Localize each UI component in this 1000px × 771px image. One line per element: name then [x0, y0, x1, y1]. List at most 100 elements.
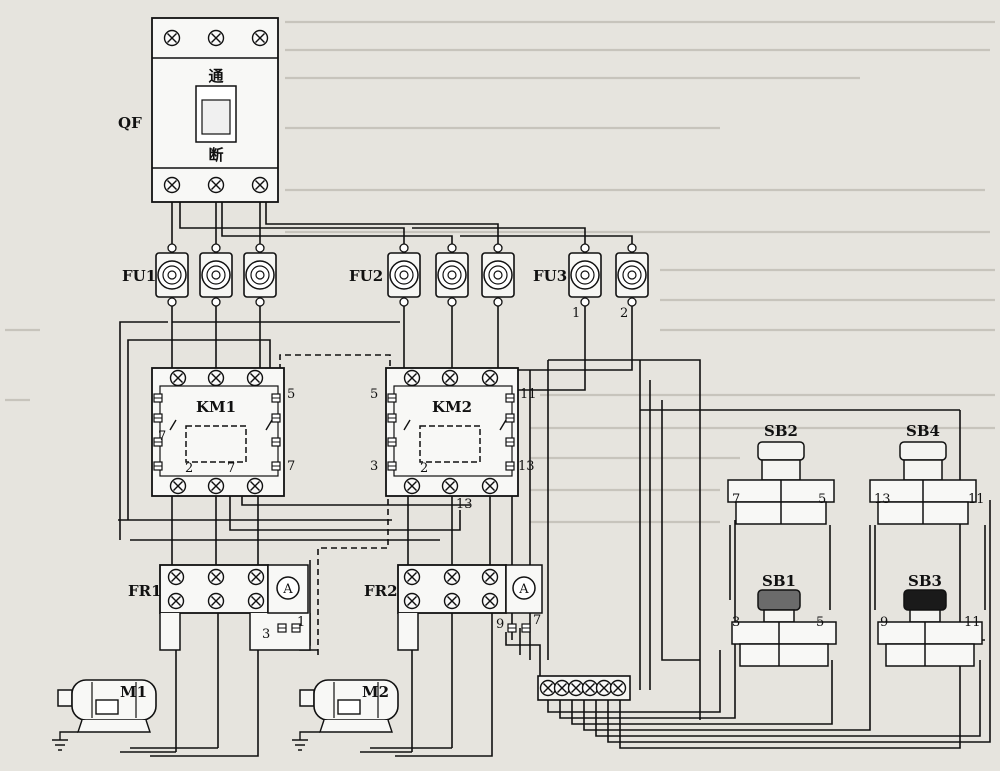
- coil-window: [419, 425, 481, 463]
- fr1-ammeter-label: A: [282, 582, 293, 597]
- screw-icon: [481, 477, 499, 495]
- screw-icon: [207, 568, 225, 586]
- sb2-label: SB2: [764, 422, 798, 440]
- km1-terminal-5: 5: [287, 387, 295, 402]
- sb4-terminal-right: 11: [968, 492, 985, 507]
- junction-box: [95, 699, 119, 715]
- terminal-block: [537, 675, 631, 701]
- contactor-km1: KM1 5 7 2 7 7: [151, 367, 295, 497]
- fuse-icon: [435, 243, 469, 307]
- fuse-icon: [615, 243, 649, 307]
- sb2-terminal-left: 7: [732, 492, 740, 507]
- m1-label: M1: [120, 683, 147, 701]
- sb4-label: SB4: [906, 422, 940, 440]
- fuse-group-fu1: FU1: [122, 243, 277, 307]
- screw-icon: [163, 29, 181, 47]
- fuse-group-fu3: FU3 1 2: [533, 243, 649, 321]
- pushbutton-sb3: SB3 9 11: [877, 572, 983, 667]
- fr2-label: FR2: [364, 582, 398, 600]
- screw-icon: [403, 477, 421, 495]
- km1-label: KM1: [196, 398, 236, 416]
- sb3-terminal-left: 9: [880, 615, 888, 630]
- fu3-terminal-1: 1: [572, 306, 580, 321]
- screw-icon: [247, 568, 265, 586]
- screw-icon: [441, 477, 459, 495]
- screw-icon: [609, 679, 627, 697]
- sb1-label: SB1: [762, 572, 796, 590]
- pushbutton-sb2: SB2 7 5: [727, 422, 835, 525]
- screw-icon: [443, 592, 461, 610]
- km1-terminal-7c: 7: [158, 429, 166, 444]
- km1-terminal-2: 2: [185, 461, 193, 476]
- background-page-text: [5, 20, 995, 524]
- circuit-breaker-qf: 通 断 QF: [118, 17, 279, 203]
- screw-icon: [539, 679, 557, 697]
- coil-window: [185, 425, 247, 463]
- screw-icon: [167, 568, 185, 586]
- fuse-icon: [387, 243, 421, 307]
- fr1-terminal-1: 1: [297, 615, 305, 630]
- fuse-label-fu2: FU2: [349, 267, 383, 285]
- fuse-icon: [199, 243, 233, 307]
- screw-icon: [207, 369, 225, 387]
- screw-icon: [167, 592, 185, 610]
- km2-terminal-3: 3: [370, 459, 378, 474]
- sb3-terminal-right: 11: [964, 615, 981, 630]
- km2-label: KM2: [432, 398, 472, 416]
- screw-icon: [581, 679, 599, 697]
- screw-icon: [207, 29, 225, 47]
- sb1-terminal-left: 3: [732, 615, 740, 630]
- fr2-terminal-7: 7: [533, 613, 541, 628]
- screw-icon: [207, 477, 225, 495]
- fuse-icon: [155, 243, 189, 307]
- ground-icon: [52, 731, 78, 751]
- km2-terminal-13: 13: [518, 459, 535, 474]
- screw-icon: [403, 369, 421, 387]
- km2-terminal-11: 11: [520, 387, 537, 402]
- pushbutton-sb4: SB4 13 11: [869, 422, 985, 525]
- km2-terminal-5: 5: [370, 387, 378, 402]
- fuse-icon: [243, 243, 277, 307]
- fuse-icon: [481, 243, 515, 307]
- breaker-on-text: 通: [208, 67, 223, 85]
- breaker-off-text: 断: [208, 146, 223, 164]
- screw-icon: [246, 369, 264, 387]
- km2-terminal-2: 2: [420, 461, 428, 476]
- fuse-label-fu3: FU3: [533, 267, 567, 285]
- sb2-terminal-right: 5: [818, 492, 826, 507]
- fr1-label: FR1: [128, 582, 162, 600]
- screw-icon: [443, 568, 461, 586]
- screw-icon: [595, 679, 613, 697]
- junction-box: [337, 699, 361, 715]
- ammeter-icon: [276, 576, 300, 600]
- fr1-terminal-3: 3: [262, 627, 270, 642]
- motor-m2: M2: [292, 679, 399, 751]
- breaker-label: QF: [118, 114, 142, 132]
- km2-terminal-13b: 13: [456, 497, 473, 512]
- sb1-terminal-right: 5: [816, 615, 824, 630]
- screw-icon: [251, 29, 269, 47]
- screw-icon: [251, 176, 269, 194]
- fu3-terminal-2: 2: [620, 306, 628, 321]
- screw-icon: [553, 679, 571, 697]
- screw-icon: [567, 679, 585, 697]
- ammeter-icon: [512, 576, 536, 600]
- km1-terminal-7: 7: [287, 459, 295, 474]
- fuse-group-fu2: FU2: [349, 243, 515, 307]
- screw-icon: [403, 568, 421, 586]
- fr2-ammeter-label: A: [518, 582, 529, 597]
- screw-icon: [246, 477, 264, 495]
- screw-icon: [207, 592, 225, 610]
- screw-icon: [163, 176, 181, 194]
- sb3-label: SB3: [908, 572, 942, 590]
- fr2-terminal-9: 9: [496, 617, 504, 632]
- screw-icon: [207, 176, 225, 194]
- fuse-label-fu1: FU1: [122, 267, 156, 285]
- screw-icon: [247, 592, 265, 610]
- overload-relay-fr2: A FR2 9 7: [364, 564, 543, 651]
- dashed-wires: [279, 354, 391, 655]
- sb4-terminal-left: 13: [874, 492, 891, 507]
- screw-icon: [441, 369, 459, 387]
- pushbutton-sb1: SB1 3 5: [731, 572, 837, 667]
